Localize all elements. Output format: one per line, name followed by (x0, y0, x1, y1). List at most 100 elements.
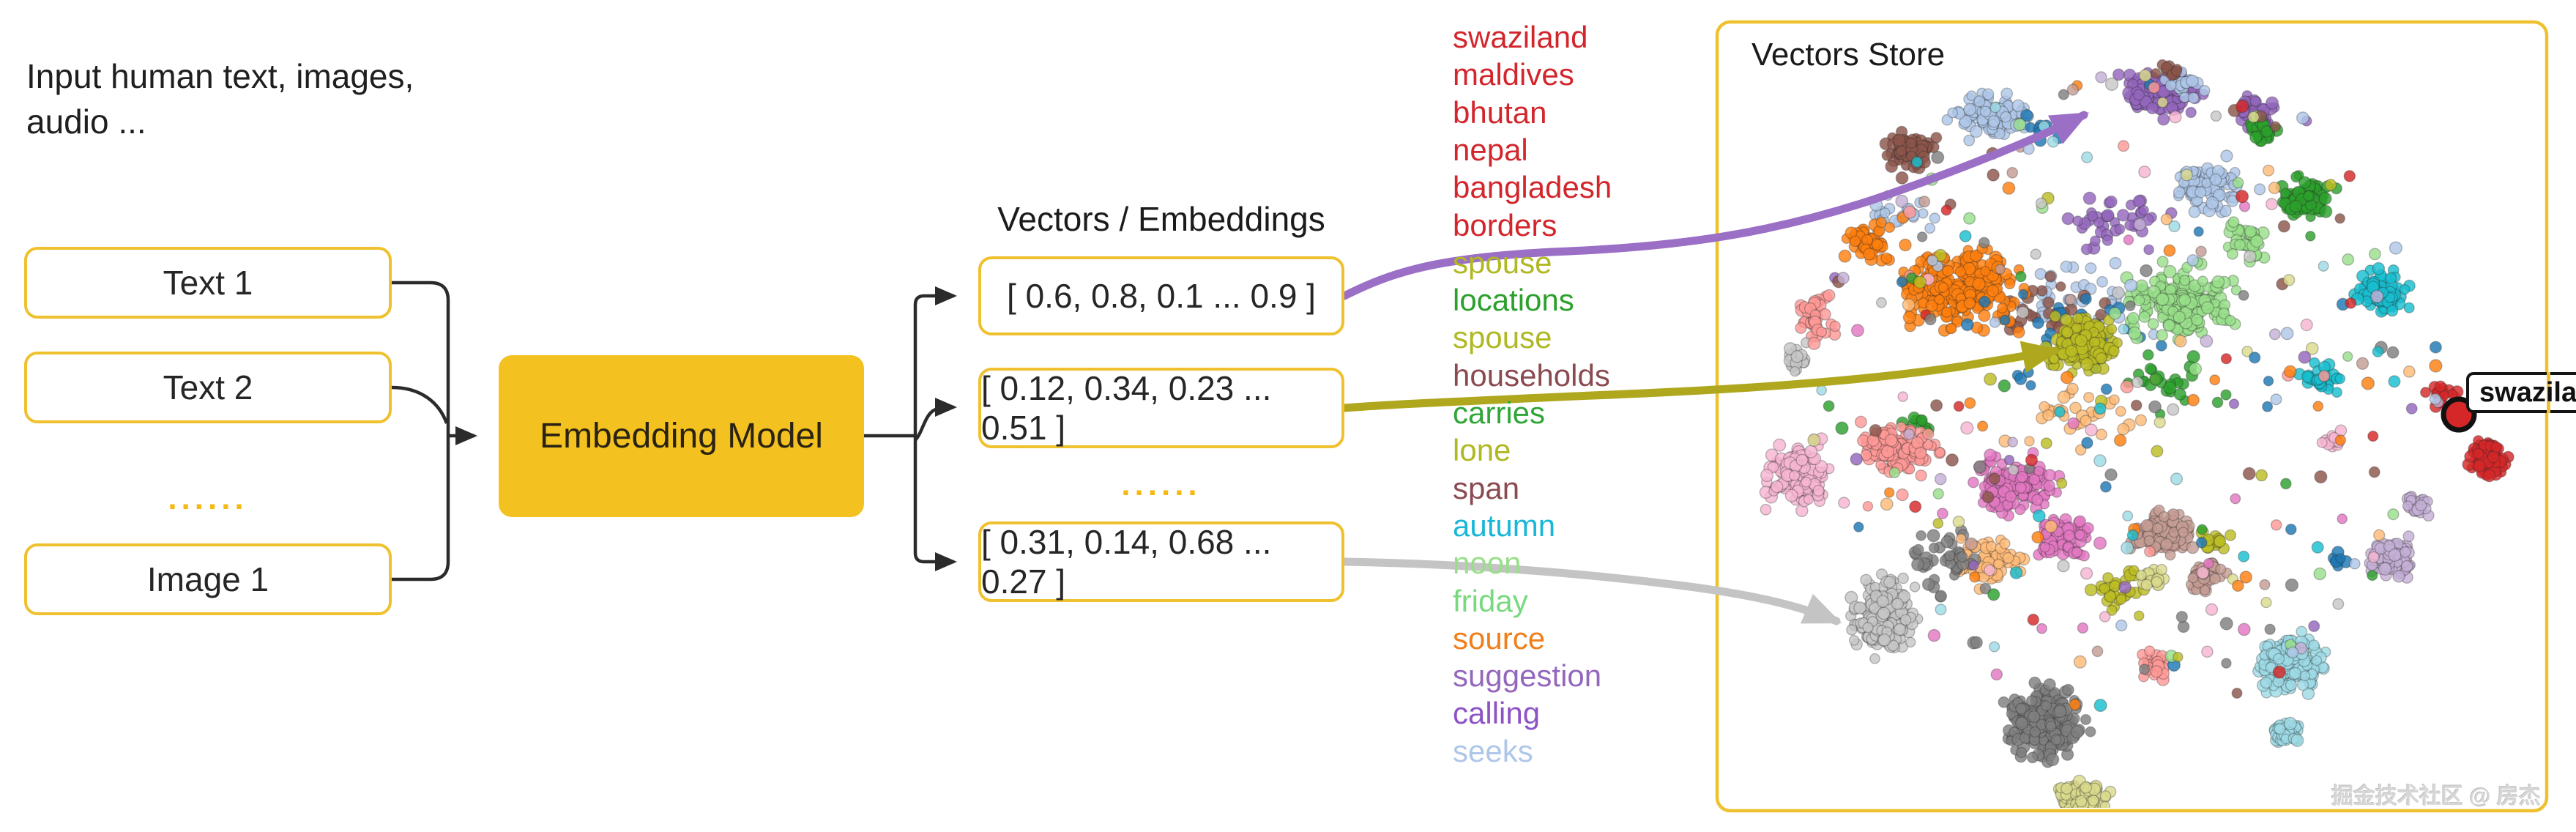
scatter-dot (2343, 170, 2356, 182)
scatter-dot (2151, 522, 2164, 535)
scatter-dot (1969, 125, 1983, 138)
scatter-dot (1880, 445, 1894, 458)
scatter-dot (1918, 208, 1929, 219)
scatter-dot (1927, 628, 1941, 642)
scatter-dot (1829, 320, 1841, 333)
scatter-dot (1879, 207, 1891, 218)
scatter-dot (2490, 441, 2502, 453)
scatter-dot (1850, 453, 1864, 466)
scatter-dot (1941, 114, 1954, 126)
scatter-dot (2163, 264, 2177, 278)
embedding-model-box[interactable]: Embedding Model (499, 355, 864, 517)
scatter-dot (2288, 666, 2302, 680)
input-ellipsis: ...... (168, 480, 248, 516)
scatter-dot (1896, 488, 1909, 502)
scatter-dot (2143, 244, 2155, 256)
scatter-dot (1928, 542, 1940, 554)
scatter-dot (2386, 305, 2399, 317)
scatter-dot (1960, 421, 1974, 435)
swaziland-callout[interactable]: swaziland (2466, 372, 2576, 413)
scatter-dot (2191, 313, 2204, 327)
scatter-dot (2108, 345, 2120, 357)
scatter-dot (2134, 414, 2148, 426)
scatter-dot (1846, 624, 1858, 636)
scatter-dot (1970, 636, 1984, 649)
scatter-dot (1863, 248, 1876, 261)
scatter-dot (2099, 790, 2112, 802)
scatter-dot (2044, 519, 2058, 533)
scatter-dot (1984, 372, 1998, 386)
scatter-dot (2164, 549, 2176, 561)
scatter-dot (2168, 110, 2182, 124)
scatter-dot (2236, 100, 2249, 114)
scatter-dot (2132, 89, 2145, 101)
scatter-dot (2043, 678, 2056, 691)
scatter-dot (2074, 334, 2088, 348)
scatter-dot (2148, 400, 2162, 414)
scatter-dot (2066, 382, 2079, 395)
scatter-dot (1877, 633, 1891, 647)
scatter-dot (2163, 244, 2176, 257)
scatter-dot (1816, 385, 1827, 396)
scatter-dot (2093, 217, 2104, 229)
scatter-dot (2020, 108, 2033, 122)
scatter-dot (2058, 811, 2069, 822)
scatter-dot (2138, 69, 2152, 82)
scatter-dot (1953, 401, 1965, 412)
scatter-dot (2156, 329, 2168, 342)
scatter-dot (1883, 487, 1895, 498)
scatter-dot (2334, 434, 2347, 446)
scatter-dot (1790, 349, 1803, 363)
scatter-dot (1924, 223, 1936, 234)
scatter-dot (2025, 379, 2036, 391)
scatter-dot (2186, 349, 2200, 364)
scatter-dot (2342, 351, 2353, 362)
scatter-dot (2065, 344, 2078, 358)
scatter-dot (2285, 679, 2298, 691)
scatter-dot (2168, 220, 2181, 233)
vectors-store-title: Vectors Store (1752, 37, 1946, 73)
scatter-dot (2402, 530, 2415, 543)
scatter-dot (1823, 289, 1836, 302)
scatter-dot (2259, 579, 2271, 590)
scatter-dot (2013, 118, 2027, 132)
scatter-dot (2473, 459, 2486, 472)
scatter-dot (2296, 625, 2308, 638)
scatter-dot (2283, 716, 2297, 730)
scatter-dot (2144, 363, 2156, 375)
scatter-dot (2372, 346, 2384, 358)
scatter-dot (2400, 560, 2413, 573)
input-box-text2[interactable]: Text 2 (24, 352, 392, 423)
scatter-dot (2334, 212, 2345, 224)
scatter-dot (1836, 272, 1850, 285)
scatter-dot (1963, 297, 1976, 310)
scatter-dot (2231, 579, 2244, 593)
input-box-text1[interactable]: Text 1 (24, 247, 392, 319)
word-item: autumn (1453, 508, 1556, 543)
scatter-dot (2308, 639, 2320, 651)
scatter-dot (1877, 606, 1891, 620)
scatter-dot (2101, 209, 2115, 222)
scatter-dot (2014, 481, 2027, 494)
scatter-dot (2080, 292, 2092, 305)
vector-box-1[interactable]: [ 0.6, 0.8, 0.1 ... 0.9 ] (978, 256, 1344, 335)
scatter-dot (2118, 323, 2129, 335)
scatter-dot (2368, 466, 2380, 478)
scatter-dot (2215, 563, 2227, 575)
scatter-dot (2265, 198, 2278, 211)
vector-box-3[interactable]: [ 0.31, 0.14, 0.68 ... 0.27 ] (978, 521, 1344, 602)
vector-box-2[interactable]: [ 0.12, 0.34, 0.23 ... 0.51 ] (978, 368, 1344, 448)
scatter-dot (1816, 326, 1828, 338)
input-box-image1[interactable]: Image 1 (24, 543, 392, 615)
scatter-dot (1871, 238, 1884, 251)
scatter-dot (2156, 563, 2167, 576)
scatter-dot (2089, 235, 2101, 247)
scatter-dot (2399, 546, 2411, 558)
scatter-dot (2367, 551, 2380, 563)
scatter-dot (2117, 140, 2130, 152)
scatter-dot (2099, 582, 2110, 595)
scatter-dot (2405, 402, 2418, 415)
scatter-dot (2067, 417, 2080, 430)
scatter-dot (1883, 576, 1896, 589)
